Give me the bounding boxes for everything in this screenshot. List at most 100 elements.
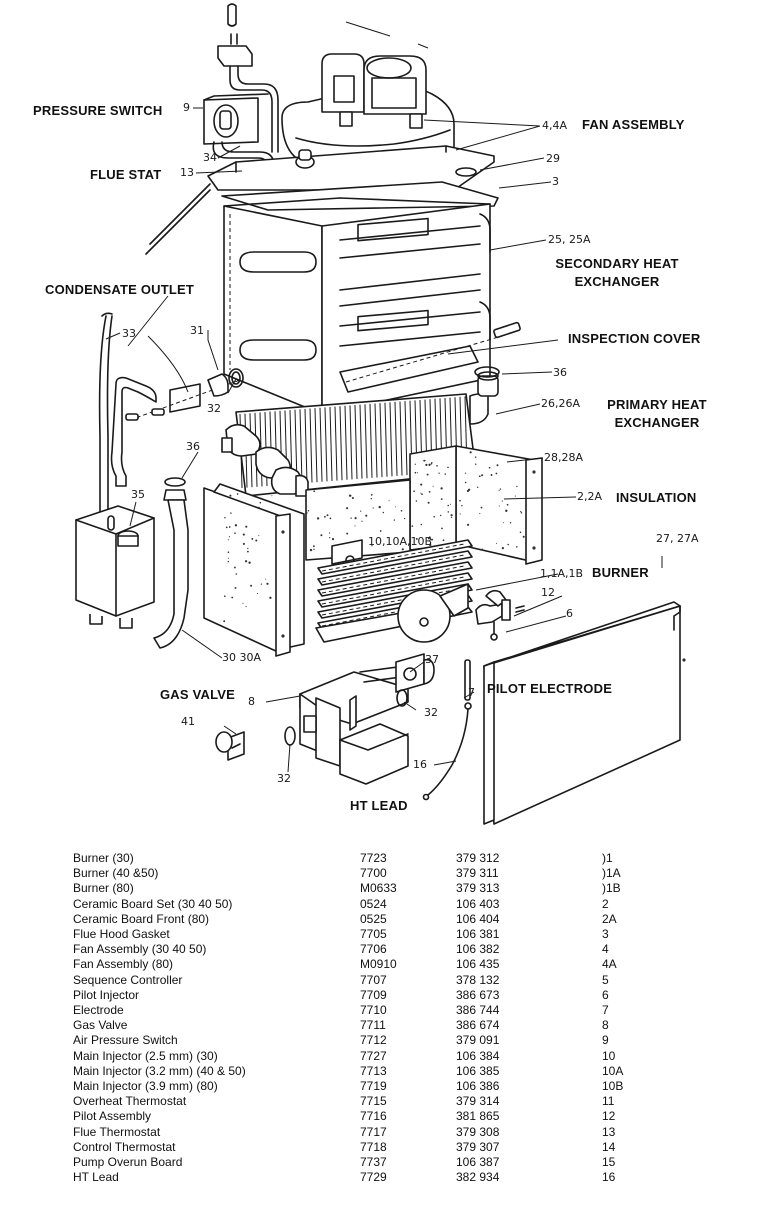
insulation-stipple (242, 533, 245, 536)
insulation-stipple (414, 463, 416, 465)
part-name: Flue Thermostat (73, 1124, 161, 1139)
insulation-stipple (224, 516, 226, 519)
insulation-stipple (507, 543, 510, 546)
insulation-stipple (415, 500, 418, 502)
insulation-stipple (420, 492, 422, 494)
burner-port-row (321, 554, 465, 583)
callout-8: 8 (248, 695, 255, 708)
stock-code: 7723 (360, 851, 387, 865)
pressure-switch-part (203, 93, 275, 175)
insulation-stipple (328, 532, 331, 534)
part-name: Main Injector (3.2 mm) (40 & 50) (73, 1063, 246, 1078)
insulation-stipple (509, 522, 512, 524)
label-condensate-outlet: CONDENSATE OUTLET (45, 282, 195, 297)
insulation-stipple (360, 510, 362, 512)
part-name: Electrode (73, 1003, 124, 1018)
insulation-stipple (354, 525, 356, 527)
callout-6: 6 (566, 607, 573, 620)
insulation-stipple (313, 548, 315, 550)
insulation-stipple (312, 545, 315, 548)
insulation-stipple (501, 546, 505, 550)
insulation-stipple (444, 473, 446, 475)
stock-code: 7700 (360, 866, 387, 881)
diagram-ref: )1A (602, 866, 621, 881)
insulation-stipple (441, 527, 443, 530)
callout-34: 34 (203, 151, 217, 164)
insulation-stipple (447, 504, 450, 507)
insulation-stipple (235, 573, 238, 575)
insulation-stipple (480, 506, 483, 509)
insulation-stipple (329, 517, 332, 520)
insulation-stipple (440, 498, 443, 500)
insulation-stipple (459, 513, 461, 515)
insulation-stipple (245, 525, 248, 528)
part-name: Control Thermostat (73, 1139, 176, 1154)
insulation-stipple (269, 596, 272, 599)
insulation-stipple (227, 560, 229, 563)
pilot-assembly-part (475, 589, 525, 641)
insulation-stipple (305, 512, 308, 514)
exploded-boiler-diagram: PRESSURE SWITCH FLUE STAT FAN ASSEMBLY S… (33, 3, 707, 825)
insulation-stipple (255, 539, 258, 542)
insulation-stipple (506, 503, 509, 506)
label-secondary-heat-exchanger-line1: SECONDARY HEAT (555, 256, 679, 271)
stock-code: 7712 (360, 1033, 387, 1048)
insulation-stipple (258, 535, 260, 537)
part-number: 381 865 (456, 1109, 500, 1124)
part-number: 379 311 (456, 866, 499, 881)
diagram-ref: 16 (602, 1170, 616, 1185)
insulation-stipple (426, 473, 429, 476)
part-number: 106 382 (456, 942, 500, 957)
callout-32-condensate: 32 (207, 402, 221, 415)
insulation-stipple (438, 472, 440, 474)
callout-35: 35 (131, 488, 145, 501)
label-primary-heat-exchanger-line1: PRIMARY HEAT (607, 397, 707, 412)
insulation-stipple (430, 463, 433, 465)
part-name: Sequence Controller (73, 972, 183, 987)
part-name: Burner (30) (73, 851, 134, 865)
insulation-stipple (388, 500, 390, 502)
diagram-ref: 11 (602, 1094, 615, 1109)
part-number: 379 312 (456, 851, 500, 865)
inspection-cover-part (339, 321, 521, 393)
stock-code: 0524 (360, 896, 387, 911)
stray-mark (345, 21, 429, 49)
insulation-stipple (313, 490, 316, 493)
insulation-stipple (413, 490, 415, 493)
insulation-stipple (329, 537, 331, 539)
insulation-stipple (429, 543, 432, 547)
insulation-stipple (516, 546, 518, 548)
insulation-stipple (224, 595, 226, 597)
insulation-stipple (474, 463, 477, 465)
burner-bar (317, 561, 473, 597)
part-name: Air Pressure Switch (73, 1033, 178, 1048)
diagram-ref: 12 (602, 1109, 616, 1124)
diagram-ref: 2 (602, 896, 609, 911)
diagram-ref: 10 (602, 1048, 616, 1063)
flue-stat-probe (217, 3, 279, 153)
insulation-stipple (488, 466, 491, 469)
insulation-stipple (258, 506, 260, 509)
diagram-ref: 7 (602, 1003, 609, 1018)
insulation-stipple (260, 583, 263, 585)
diagram-ref: 8 (602, 1018, 609, 1033)
stock-code: 7717 (360, 1124, 387, 1139)
insulation-stipple (403, 517, 406, 520)
insulation-stipple (425, 463, 428, 467)
insulation-stipple (365, 514, 368, 517)
insulation-stipple (227, 557, 229, 559)
callout-41: 41 (181, 715, 195, 728)
insulation-stipple (324, 515, 326, 518)
insulation-stipple (450, 516, 453, 518)
callout-4-4a: 4,4A (542, 119, 568, 132)
insulation-stipple (244, 560, 248, 563)
callout-16: 16 (413, 758, 427, 771)
insulation-stipple (469, 451, 472, 454)
insulation-stipple (414, 471, 417, 474)
insulation-stipple (514, 495, 516, 497)
